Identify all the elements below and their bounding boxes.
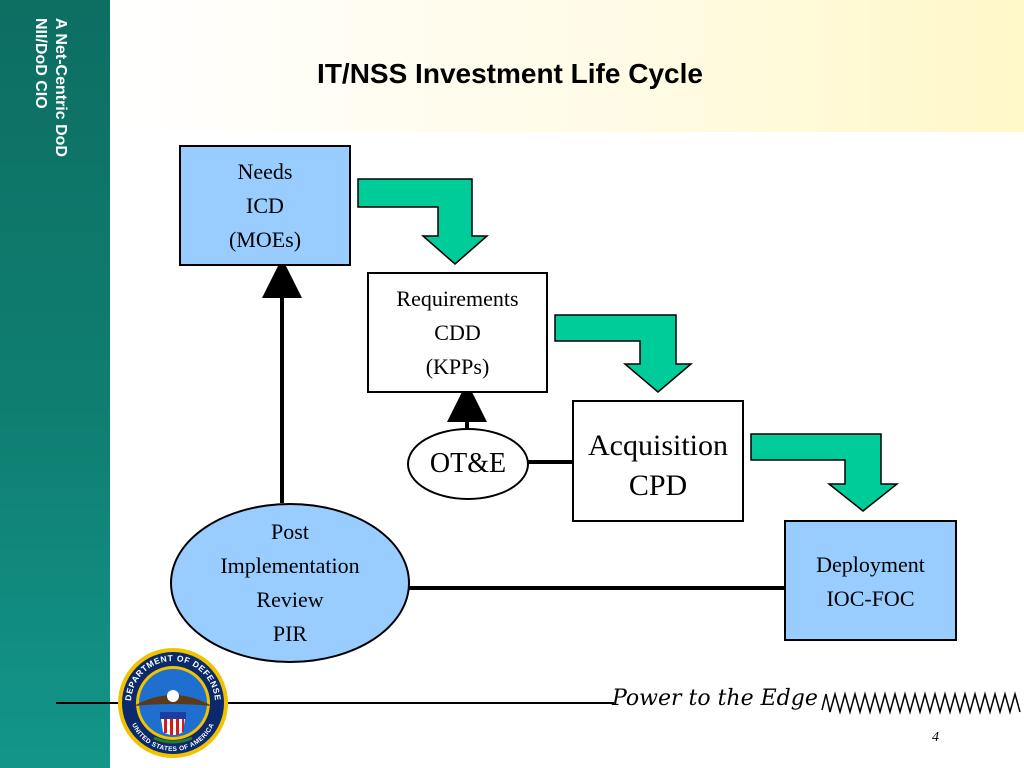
pir-line-1: Post xyxy=(271,519,309,544)
requirements-parameters: (KPPs) xyxy=(425,354,490,379)
pir-line-4: PIR xyxy=(272,621,308,646)
requirements-label: Requirements xyxy=(396,286,519,311)
dod-seal-icon: DEPARTMENT OF DEFENSE UNITED STATES OF A… xyxy=(118,648,228,758)
acquisition-label: Acquisition xyxy=(588,429,728,462)
deployment-box: Deployment IOC-FOC xyxy=(784,520,957,641)
ote-label: OT&E xyxy=(429,448,507,479)
flow-arrow-acquisition-to-deployment xyxy=(750,433,900,512)
acquisition-box: Acquisition CPD xyxy=(572,400,744,522)
requirements-box: Requirements CDD (KPPs) xyxy=(367,272,548,393)
needs-label: Needs xyxy=(237,159,293,184)
deployment-capability: IOC-FOC xyxy=(826,586,915,611)
slide-title: IT/NSS Investment Life Cycle xyxy=(317,58,703,89)
requirements-document: CDD xyxy=(434,320,481,345)
page-number: 4 xyxy=(932,730,939,745)
needs-document: ICD xyxy=(246,193,284,218)
pir-line-3: Review xyxy=(256,587,324,612)
footer-tagline: Power to the Edge xyxy=(612,686,818,711)
pir-line-2: Implementation xyxy=(220,553,360,578)
sidebar: A Net-Centric DoD NII/DoD CIO xyxy=(0,0,110,768)
acquisition-document: CPD xyxy=(628,469,688,502)
title-band xyxy=(110,0,1024,132)
deployment-label: Deployment xyxy=(816,552,925,577)
flow-arrow-needs-to-requirements xyxy=(357,178,489,265)
flow-arrow-requirements-to-acquisition xyxy=(554,314,694,393)
needs-box: Needs ICD (MOEs) xyxy=(179,145,351,266)
needs-measures: (MOEs) xyxy=(228,227,302,252)
footer-squiggle xyxy=(821,691,1021,715)
pir-ellipse: Post Implementation Review PIR xyxy=(170,503,410,663)
ote-ellipse: OT&E xyxy=(407,428,529,500)
